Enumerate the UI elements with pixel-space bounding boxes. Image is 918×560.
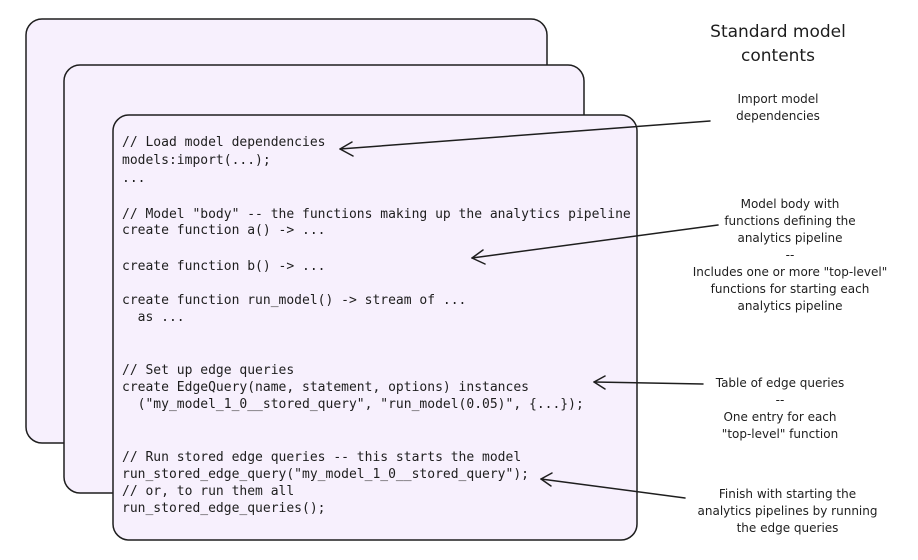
code-line: as ... (122, 310, 185, 325)
code-line: // Run stored edge queries -- this start… (122, 450, 522, 465)
code-line: create function b() -> ... (122, 259, 326, 274)
front-card (112, 114, 638, 541)
code-line: create EdgeQuery(name, statement, option… (122, 380, 529, 395)
annotation-body: Model body with functions defining the a… (692, 197, 888, 313)
diagram-title: Standard model contents (710, 22, 846, 66)
arrow-import (339, 120, 711, 157)
arrow-finish (540, 472, 686, 499)
code-line: models:import(...); (122, 153, 271, 168)
code-line: run_stored_edge_queries(); (122, 501, 326, 516)
code-line: ("my_model_1_0__stored_query", "run_mode… (122, 397, 584, 412)
code-line: ... (122, 171, 146, 186)
arrow-body (471, 224, 719, 265)
code-line: // Set up edge queries (122, 363, 295, 378)
code-line: // Load model dependencies (122, 135, 326, 150)
code-line: // or, to run them all (122, 484, 295, 499)
code-line: create function run_model() -> stream of… (122, 293, 467, 308)
code-line: run_stored_edge_query("my_model_1_0__sto… (122, 467, 529, 482)
annotation-finish: Finish with starting the analytics pipel… (697, 487, 878, 535)
code-line: // Model "body" -- the functions making … (122, 207, 631, 222)
arrow-edge-table (593, 375, 704, 390)
code-line: create function a() -> ... (122, 223, 326, 238)
annotation-edge-table: Table of edge queries -- One entry for e… (715, 376, 845, 441)
annotation-import: Import model dependencies (736, 92, 820, 123)
